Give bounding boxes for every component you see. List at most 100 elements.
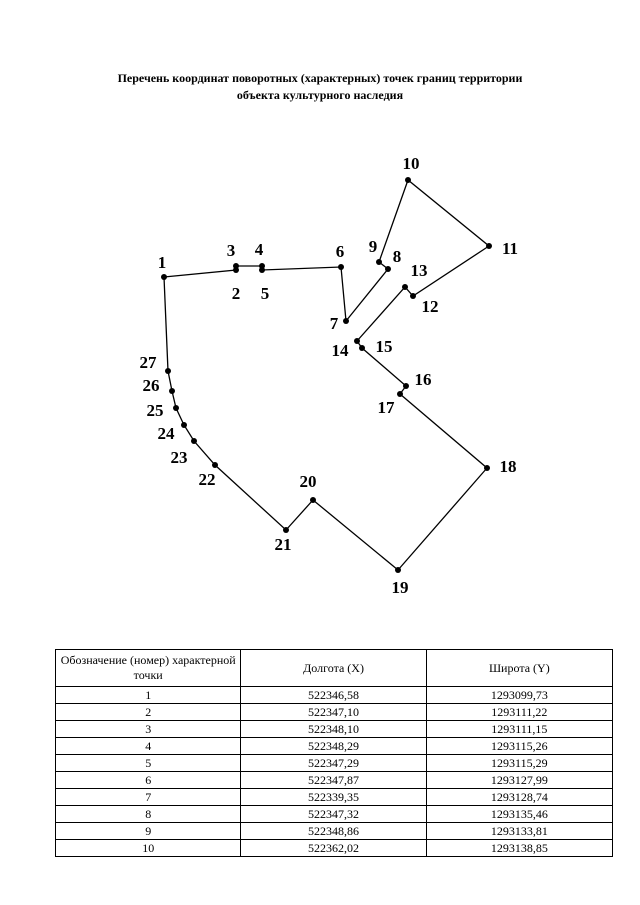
cell-point: 5 [54, 754, 242, 772]
vertex-label-25: 25 [147, 401, 164, 420]
column-header-point: Обозначение (номер) характерной точки [54, 649, 242, 687]
vertex-point-5 [259, 267, 265, 273]
vertex-point-8 [385, 266, 391, 272]
cell-latitude: 1293115,26 [425, 737, 614, 755]
vertex-point-27 [165, 368, 171, 374]
cell-longitude: 522348,10 [240, 720, 427, 738]
cell-latitude: 1293111,22 [425, 703, 614, 721]
cell-point: 10 [54, 839, 242, 857]
vertex-label-13: 13 [411, 261, 428, 280]
vertex-label-27: 27 [140, 353, 158, 372]
vertex-label-8: 8 [393, 247, 402, 266]
cell-point: 8 [54, 805, 242, 823]
boundary-vertices [161, 177, 492, 573]
boundary-polygon [163, 178, 491, 571]
vertex-point-12 [410, 293, 416, 299]
vertex-label-5: 5 [261, 284, 270, 303]
vertex-label-22: 22 [199, 470, 216, 489]
vertex-label-6: 6 [336, 242, 345, 261]
cell-longitude: 522339,35 [240, 788, 427, 806]
cell-latitude: 1293138,85 [425, 839, 614, 857]
cell-latitude: 1293128,74 [425, 788, 614, 806]
cell-point: 3 [54, 720, 242, 738]
cell-latitude: 1293133,81 [425, 822, 614, 840]
vertex-label-26: 26 [143, 376, 160, 395]
vertex-label-16: 16 [415, 370, 432, 389]
vertex-point-18 [484, 465, 490, 471]
vertex-label-9: 9 [369, 237, 378, 256]
vertex-point-17 [397, 391, 403, 397]
cell-latitude: 1293135,46 [425, 805, 614, 823]
vertex-point-19 [395, 567, 401, 573]
vertex-label-15: 15 [376, 337, 393, 356]
cell-longitude: 522362,02 [240, 839, 427, 857]
vertex-point-23 [191, 438, 197, 444]
vertex-point-16 [403, 383, 409, 389]
vertex-point-3 [233, 263, 239, 269]
vertex-label-17: 17 [378, 398, 396, 417]
cell-longitude: 522348,29 [240, 737, 427, 755]
vertex-label-7: 7 [330, 314, 339, 333]
coordinates-table: Обозначение (номер) характерной точки До… [54, 649, 614, 857]
vertex-label-20: 20 [300, 472, 317, 491]
vertex-point-25 [173, 405, 179, 411]
title-line-2: объекта культурного наследия [236, 88, 404, 102]
cell-point: 6 [54, 771, 242, 789]
cell-latitude: 1293127,99 [425, 771, 614, 789]
cell-longitude: 522347,29 [240, 754, 427, 772]
vertex-label-18: 18 [500, 457, 517, 476]
vertex-point-7 [343, 318, 349, 324]
vertex-point-26 [169, 388, 175, 394]
title-line-1: Перечень координат поворотных (характерн… [117, 71, 523, 85]
cell-longitude: 522347,10 [240, 703, 427, 721]
cell-latitude: 1293099,73 [425, 686, 614, 704]
vertex-point-13 [402, 284, 408, 290]
vertex-point-11 [486, 243, 492, 249]
cell-point: 2 [54, 703, 242, 721]
cell-point: 9 [54, 822, 242, 840]
vertex-label-2: 2 [232, 284, 241, 303]
vertex-label-11: 11 [502, 239, 518, 258]
vertex-point-22 [212, 462, 218, 468]
vertex-label-24: 24 [158, 424, 176, 443]
vertex-point-9 [376, 259, 382, 265]
vertex-label-4: 4 [255, 240, 264, 259]
cell-latitude: 1293115,29 [425, 754, 614, 772]
cell-point: 7 [54, 788, 242, 806]
cell-longitude: 522348,86 [240, 822, 427, 840]
vertex-point-15 [359, 345, 365, 351]
vertex-point-21 [283, 527, 289, 533]
cell-point: 1 [54, 686, 242, 704]
cell-longitude: 522347,87 [240, 771, 427, 789]
vertex-label-12: 12 [422, 297, 439, 316]
vertex-label-23: 23 [171, 448, 188, 467]
vertex-label-21: 21 [275, 535, 292, 554]
column-header-latitude: Широта (Y) [425, 649, 614, 687]
vertex-point-1 [161, 274, 167, 280]
vertex-point-20 [310, 497, 316, 503]
vertex-label-14: 14 [332, 341, 350, 360]
cell-latitude: 1293111,15 [425, 720, 614, 738]
cell-point: 4 [54, 737, 242, 755]
cell-longitude: 522346,58 [240, 686, 427, 704]
vertex-label-10: 10 [403, 154, 420, 173]
vertex-label-1: 1 [158, 253, 167, 272]
vertex-label-19: 19 [392, 578, 409, 597]
document-title: Перечень координат поворотных (характерн… [40, 70, 600, 104]
vertex-label-3: 3 [227, 241, 236, 260]
column-header-longitude: Долгота (X) [240, 649, 427, 687]
table-header-row: Обозначение (номер) характерной точки До… [54, 649, 614, 687]
vertex-point-10 [405, 177, 411, 183]
